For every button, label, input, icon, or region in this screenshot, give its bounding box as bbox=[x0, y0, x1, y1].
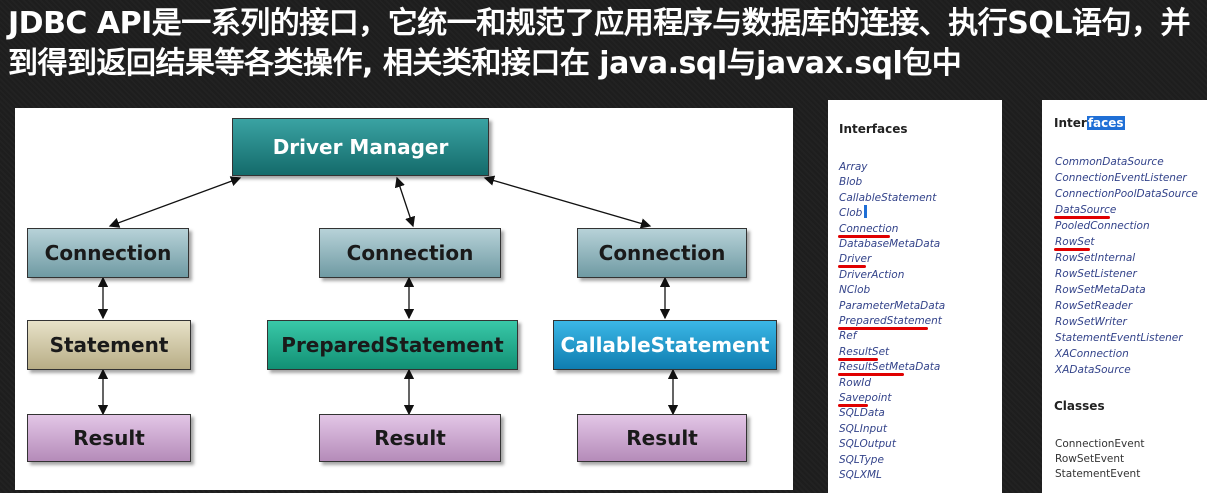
red-underline-mark bbox=[838, 234, 890, 238]
arrow-driver-conn-2 bbox=[394, 176, 416, 228]
list-item[interactable]: RowSetWriter bbox=[1055, 316, 1127, 328]
list-item[interactable]: Savepoint bbox=[839, 392, 892, 404]
list-item[interactable]: RowSetEvent bbox=[1055, 453, 1125, 465]
list-item[interactable]: StatementEventListener bbox=[1055, 332, 1183, 344]
list-item[interactable]: Blob bbox=[839, 176, 863, 189]
list-item[interactable]: RowSetMetaData bbox=[1055, 284, 1146, 296]
list-item[interactable]: Array bbox=[839, 161, 868, 173]
list-item[interactable]: ConnectionPoolDataSource bbox=[1055, 188, 1198, 200]
connection-node-1: Connection bbox=[27, 228, 189, 278]
list-item[interactable]: ResultSetMetaData bbox=[839, 361, 941, 374]
driver-manager-node: Driver Manager bbox=[232, 118, 489, 176]
list-item[interactable]: RowSetInternal bbox=[1055, 252, 1136, 264]
connection-node-2: Connection bbox=[319, 228, 501, 278]
list-item[interactable]: RowSetListener bbox=[1055, 268, 1137, 280]
list-item[interactable]: XADataSource bbox=[1055, 364, 1131, 376]
list-item[interactable]: RowId bbox=[839, 376, 872, 389]
prepared-statement-node: PreparedStatement bbox=[267, 320, 518, 370]
text-cursor bbox=[864, 205, 867, 218]
result-node-2: Result bbox=[319, 414, 501, 462]
list-item[interactable]: SQLData bbox=[839, 407, 885, 420]
list-item[interactable]: SQLOutput bbox=[839, 438, 896, 451]
diagram-arrows bbox=[97, 175, 679, 416]
list-item[interactable]: RowSetReader bbox=[1055, 300, 1133, 312]
list-item[interactable]: Ref bbox=[839, 330, 857, 343]
list-item[interactable]: SQLXML bbox=[839, 469, 882, 481]
list-item[interactable]: CallableStatement bbox=[839, 191, 937, 204]
list-item[interactable]: CommonDataSource bbox=[1055, 156, 1164, 168]
list-item[interactable]: RowSet bbox=[1055, 236, 1095, 248]
statement-node: Statement bbox=[27, 320, 191, 370]
list-item[interactable]: SQLType bbox=[839, 453, 884, 466]
list-item[interactable]: StatementEvent bbox=[1055, 468, 1141, 480]
list-item[interactable]: DriverAction bbox=[839, 268, 905, 281]
red-underline-mark bbox=[838, 357, 878, 361]
result-node-3: Result bbox=[577, 414, 747, 462]
callable-statement-node: CallableStatement bbox=[553, 320, 777, 370]
list-item[interactable]: Driver bbox=[839, 253, 872, 266]
list-item[interactable]: Clob bbox=[839, 207, 863, 220]
arrow-driver-conn-1 bbox=[108, 176, 242, 228]
list-item[interactable]: PooledConnection bbox=[1055, 220, 1150, 232]
heading-prefix: Inter bbox=[1054, 116, 1087, 130]
heading-selection: faces bbox=[1086, 116, 1125, 130]
list-item[interactable]: Connection bbox=[839, 222, 899, 235]
connection-node-3: Connection bbox=[577, 228, 747, 278]
list-item[interactable]: ParameterMetaData bbox=[839, 299, 946, 312]
list-item[interactable]: SQLInput bbox=[839, 422, 887, 435]
red-underline-mark bbox=[838, 404, 868, 407]
red-underline-mark bbox=[838, 327, 928, 330]
red-underline-mark bbox=[1054, 248, 1090, 251]
red-underline-mark bbox=[838, 373, 904, 377]
list-item[interactable]: ConnectionEventListener bbox=[1055, 172, 1187, 184]
list-item[interactable]: PreparedStatement bbox=[839, 315, 942, 327]
list-item[interactable]: ResultSet bbox=[839, 345, 890, 358]
list-item[interactable]: ConnectionEvent bbox=[1055, 438, 1145, 450]
list-item[interactable]: DataSource bbox=[1055, 204, 1117, 216]
javax-sql-classes-heading: Classes bbox=[1054, 399, 1105, 413]
jdbc-architecture-diagram: Driver Manager Connection Connection Con… bbox=[15, 108, 793, 490]
java-sql-interfaces-heading: Interfaces bbox=[839, 122, 908, 136]
arrow-driver-conn-3 bbox=[483, 175, 652, 229]
red-underline-mark bbox=[838, 265, 866, 269]
list-item[interactable]: XAConnection bbox=[1055, 348, 1129, 360]
result-node-1: Result bbox=[27, 414, 191, 462]
page-title: JDBC API是一系列的接口，它统一和规范了应用程序与数据库的连接、执行SQL… bbox=[8, 6, 1190, 81]
red-underline-mark bbox=[1054, 216, 1110, 219]
javax-sql-interfaces-heading: Interfaces bbox=[1054, 116, 1125, 130]
list-item[interactable]: DatabaseMetaData bbox=[839, 238, 941, 250]
list-item[interactable]: NClob bbox=[839, 284, 871, 297]
